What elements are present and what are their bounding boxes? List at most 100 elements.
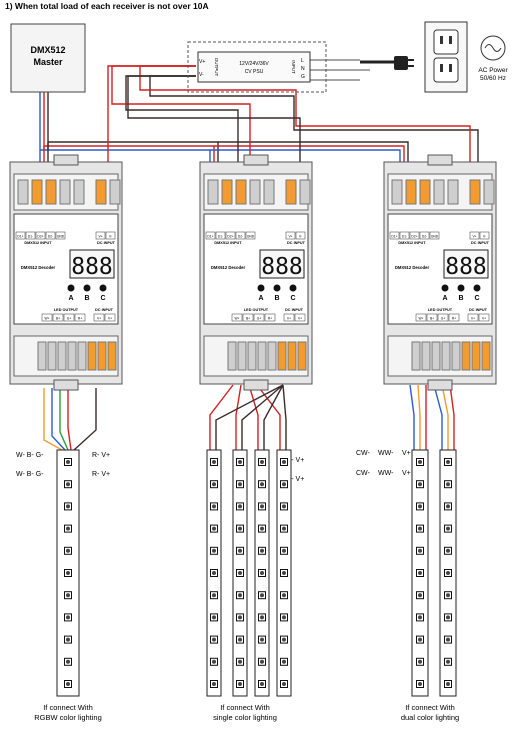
terminal-screw[interactable]	[109, 179, 121, 205]
terminal-screw[interactable]	[249, 179, 261, 205]
terminal-screw[interactable]	[483, 179, 495, 205]
led-strip-single-2	[232, 449, 248, 697]
terminal-screw[interactable]	[421, 341, 431, 371]
button-c[interactable]	[99, 284, 107, 292]
led-dot	[66, 548, 70, 553]
button-b[interactable]	[457, 284, 465, 292]
output-terminal-box	[283, 313, 295, 322]
terminal-screw[interactable]	[263, 179, 275, 205]
led-dot	[238, 593, 242, 598]
input-terminal-label: D2+	[227, 235, 233, 239]
terminal-screw[interactable]	[97, 341, 107, 371]
power-terminal-box	[295, 231, 306, 240]
terminal-screw[interactable]	[73, 179, 85, 205]
terminal-screw[interactable]	[31, 179, 43, 205]
terminal-screw[interactable]	[45, 179, 57, 205]
terminal-screw[interactable]	[481, 341, 491, 371]
display-digits: 888	[445, 254, 487, 280]
terminal-screw[interactable]	[95, 179, 107, 205]
terminal-screw[interactable]	[207, 179, 219, 205]
led-dot	[418, 526, 422, 531]
button-a[interactable]	[257, 284, 265, 292]
terminal-screw[interactable]	[17, 179, 29, 205]
dc-input-label: DC INPUT	[287, 241, 306, 245]
button-a[interactable]	[67, 284, 75, 292]
terminal-screw[interactable]	[411, 341, 421, 371]
output-terminal-label: G+	[257, 317, 262, 321]
terminal-screw[interactable]	[391, 179, 403, 205]
terminal-screw[interactable]	[237, 341, 247, 371]
terminal-screw[interactable]	[277, 341, 287, 371]
dual-label-v-bottom: V+	[402, 470, 411, 477]
button-b[interactable]	[273, 284, 281, 292]
output-terminal-label: V+	[482, 317, 486, 321]
dmx-input-label: DMX512 INPUT	[214, 241, 242, 245]
terminal-screw[interactable]	[469, 179, 481, 205]
input-terminal-box	[235, 231, 246, 240]
led-dot	[260, 637, 264, 642]
psu-model: 12V/24V/36V	[239, 61, 269, 67]
led-dot	[260, 548, 264, 553]
single-label-top: V- V+	[287, 457, 304, 464]
led-dot	[66, 460, 70, 464]
terminal-screw[interactable]	[67, 341, 77, 371]
terminal-screw[interactable]	[257, 341, 267, 371]
terminal-screw[interactable]	[221, 179, 233, 205]
terminal-screw[interactable]	[37, 341, 47, 371]
terminal-screw[interactable]	[297, 341, 307, 371]
terminal-screw[interactable]	[433, 179, 445, 205]
led-dot	[260, 682, 264, 686]
terminal-screw[interactable]	[47, 341, 57, 371]
wall-outlet-icon	[424, 21, 468, 93]
terminal-screw[interactable]	[287, 341, 297, 371]
terminal-screw[interactable]	[405, 179, 417, 205]
decoder-name: DMX512 Decoder	[395, 265, 430, 270]
button-label: B	[274, 295, 279, 302]
output-terminal-box	[63, 313, 75, 322]
terminal-screw[interactable]	[59, 179, 71, 205]
terminal-screw[interactable]	[447, 179, 459, 205]
button-b[interactable]	[83, 284, 91, 292]
terminal-screw[interactable]	[77, 341, 87, 371]
terminal-screw[interactable]	[451, 341, 461, 371]
rgbw-label-top-left: W- B- G-	[16, 452, 44, 459]
terminal-screw[interactable]	[267, 341, 277, 371]
terminal-screw[interactable]	[441, 341, 451, 371]
output-terminal-label: W+	[418, 317, 423, 321]
led-dot	[418, 593, 422, 598]
terminal-screw[interactable]	[227, 341, 237, 371]
led-dot	[260, 593, 264, 598]
terminal-screw[interactable]	[431, 341, 441, 371]
terminal-screw[interactable]	[57, 341, 67, 371]
led-dot	[446, 682, 450, 686]
terminal-screw[interactable]	[471, 341, 481, 371]
dmx-input-label: DMX512 INPUT	[24, 241, 52, 245]
led-dot	[260, 571, 264, 575]
terminal-screw[interactable]	[247, 341, 257, 371]
led-dot	[418, 615, 422, 620]
terminal-screw[interactable]	[87, 341, 97, 371]
terminal-screw[interactable]	[235, 179, 247, 205]
led-dot	[212, 526, 216, 531]
terminal-screw[interactable]	[107, 341, 117, 371]
button-a[interactable]	[441, 284, 449, 292]
led-dot	[238, 659, 242, 664]
output-terminal-box	[467, 313, 479, 322]
button-label: A	[442, 295, 447, 302]
button-label: C	[290, 295, 295, 302]
led-dot	[66, 659, 70, 664]
terminal-screw[interactable]	[285, 179, 297, 205]
terminal-screw[interactable]	[419, 179, 431, 205]
input-terminal-label: D1+	[391, 235, 397, 239]
led-dot	[446, 548, 450, 553]
terminal-screw[interactable]	[299, 179, 311, 205]
output-terminal-box	[478, 313, 490, 322]
terminal-screw[interactable]	[461, 341, 471, 371]
button-c[interactable]	[473, 284, 481, 292]
led-dot	[66, 593, 70, 598]
button-c[interactable]	[289, 284, 297, 292]
led-dot	[212, 548, 216, 553]
psu-terminal-n: N	[301, 66, 305, 72]
